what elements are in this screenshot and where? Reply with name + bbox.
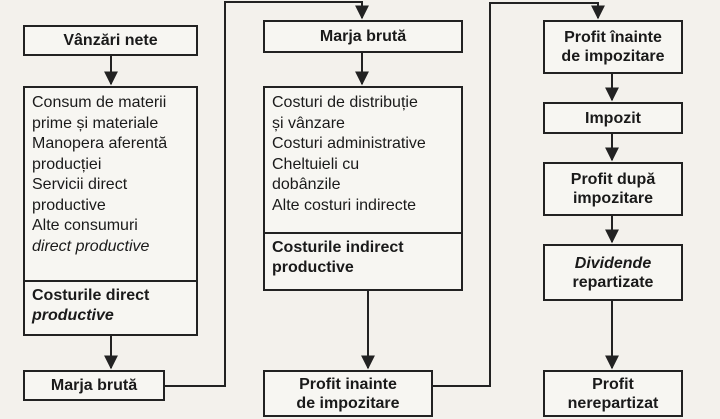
box-profit-nerepartizat: Profit nerepartizat <box>543 370 683 417</box>
marja-bruta-result-label: Marja brută <box>50 377 138 394</box>
indirect-cost-items: Costuri de distribuție și vânzare Costur… <box>265 88 461 216</box>
indirect-cost-line: și vânzare <box>272 114 345 132</box>
direct-cost-items: Consum de materii prime și materiale Man… <box>25 88 196 257</box>
indirect-cost-line: dobânzile <box>272 176 341 193</box>
connector-profit-to-col3 <box>432 2 605 387</box>
profit-dupa-line: Profit după <box>570 171 656 188</box>
box-marja-bruta-result: Marja brută <box>23 370 165 401</box>
box-costuri-directe: Consum de materii prime și materiale Man… <box>23 86 198 336</box>
box-dividende: Dividende repartizate <box>543 244 683 301</box>
impozit-label: Impozit <box>585 109 641 127</box>
dividende-line: Dividende <box>574 254 652 272</box>
box-profit-inainte: Profit înainte de impozitare <box>543 20 683 74</box>
vanzari-nete-label: Vânzări nete <box>63 32 158 49</box>
dividende-line: repartizate <box>572 273 654 291</box>
profit-inainte-line: de impozitare <box>561 48 665 65</box>
direct-cost-line: productive <box>32 196 106 214</box>
indirect-cost-total-line: Costurile indirect <box>272 239 404 256</box>
direct-cost-line: Manopera aferentă <box>32 135 168 152</box>
marja-bruta-label: Marja brută <box>319 28 407 45</box>
direct-cost-total-line: productive <box>32 307 114 324</box>
profit-inainte-line: Profit înainte <box>564 29 662 46</box>
direct-cost-line: prime și materiale <box>32 114 159 132</box>
indirect-cost-total-line: productive <box>272 259 354 276</box>
direct-cost-line: Alte consumuri <box>32 217 138 234</box>
direct-cost-line: producției <box>32 155 102 173</box>
profit-dupa-line: impozitare <box>572 190 653 207</box>
box-profit-dupa: Profit după impozitare <box>543 162 683 216</box>
indirect-cost-line: Costuri administrative <box>272 135 426 152</box>
indirect-cost-line: Cheltuieli cu <box>272 155 360 173</box>
direct-cost-divider <box>25 280 196 282</box>
box-costuri-indirecte: Costuri de distribuție și vânzare Costur… <box>263 86 463 291</box>
profit-nerepartizat-line: Profit <box>592 375 634 393</box>
box-impozit: Impozit <box>543 102 683 134</box>
indirect-cost-line: Costuri de distribuție <box>272 94 418 111</box>
indirect-cost-line: Alte costuri indirecte <box>272 196 417 214</box>
profit-nerepartizat-line: nerepartizat <box>567 394 659 412</box>
direct-cost-line: Servicii direct <box>32 176 128 193</box>
box-profit-inainte-result: Profit inainte de impozitare <box>263 370 433 417</box>
indirect-cost-total: Costurile indirect productive <box>272 238 404 278</box>
box-marja-bruta: Marja brută <box>263 20 463 53</box>
profit-inainte-result-line: de impozitare <box>296 394 400 412</box>
connector-marja-to-col2 <box>165 1 369 387</box>
direct-cost-total: Costurile direct productive <box>32 286 149 326</box>
box-vanzari-nete: Vânzări nete <box>23 25 198 56</box>
direct-cost-line: Consum de materii <box>32 94 167 111</box>
direct-cost-line: direct productive <box>32 237 150 255</box>
profit-inainte-result-line: Profit inainte <box>299 375 397 393</box>
direct-cost-total-line: Costurile direct <box>32 287 150 304</box>
indirect-cost-divider <box>265 232 461 234</box>
